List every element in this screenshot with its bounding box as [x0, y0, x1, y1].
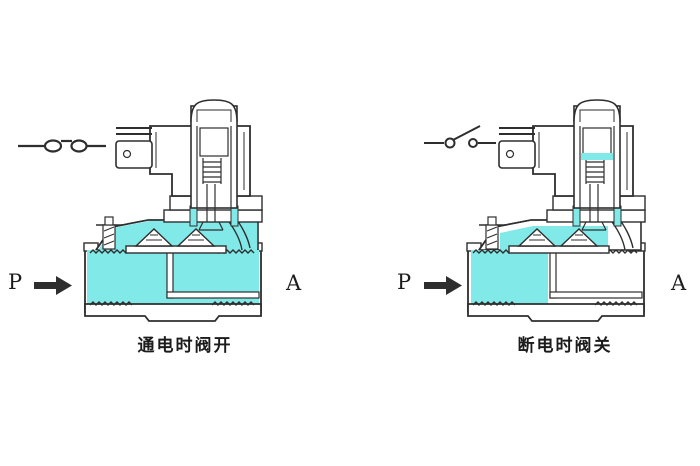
- inlet-label: P: [397, 270, 412, 294]
- inlet-label: P: [8, 270, 23, 294]
- flow-arrow-icon: [424, 276, 462, 295]
- caption-valve-open: 通电时阀开: [137, 336, 233, 355]
- solenoid-valve-open-drawing: [83, 100, 262, 321]
- open-switch-icon: [424, 125, 496, 149]
- solenoid-valve-closed-drawing: [466, 100, 645, 321]
- outlet-label: A: [286, 271, 302, 295]
- flow-arrow-icon: [34, 276, 72, 295]
- outlet-label: A: [671, 271, 687, 295]
- plunger-air-gap: [581, 153, 613, 160]
- closed-switch-icon: [18, 139, 106, 153]
- caption-valve-closed: 断电时阀关: [517, 336, 613, 355]
